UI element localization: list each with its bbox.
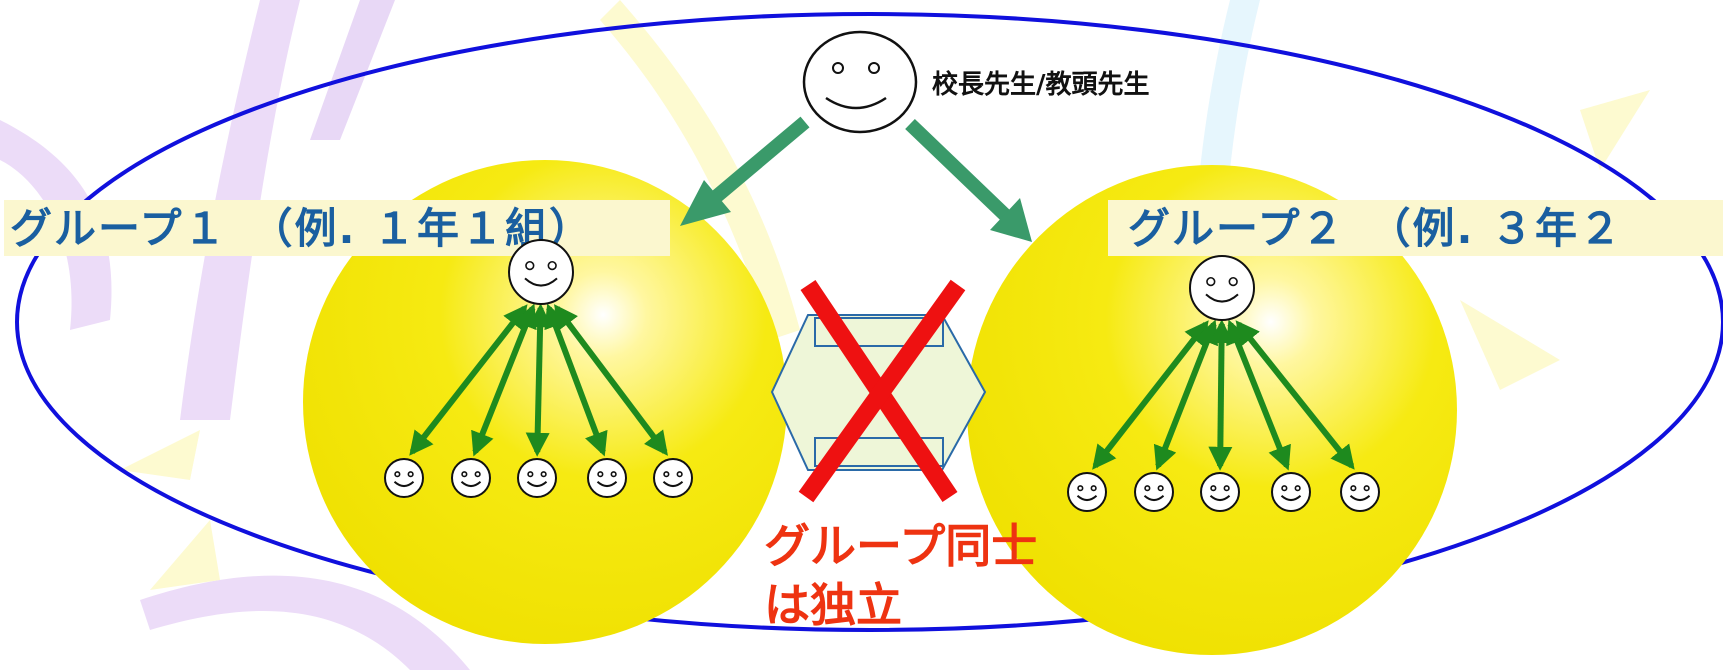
student-face xyxy=(451,458,491,498)
student-face xyxy=(1134,472,1174,512)
principal-face xyxy=(802,30,918,134)
member-link-arrow xyxy=(1153,319,1218,471)
decor-yellow-streamer xyxy=(1460,300,1560,390)
decor-purple-streamer xyxy=(140,575,470,670)
decor-purple-streamer xyxy=(310,0,395,140)
decor-purple-streamer xyxy=(0,120,112,330)
decor-yellow-streamer xyxy=(600,0,800,340)
student-face xyxy=(1271,472,1311,512)
member-link-arrow xyxy=(471,303,537,457)
arrow-head-to-group2 xyxy=(990,198,1032,242)
arrow-head-to-group1 xyxy=(680,180,731,226)
member-link-arrow xyxy=(1235,320,1355,470)
teacher-face xyxy=(508,239,574,305)
group2-tree xyxy=(1067,255,1380,512)
student-face xyxy=(653,458,693,498)
principal-label: 校長先生/教頭先生 xyxy=(932,69,1150,100)
independence-cross-mark xyxy=(798,279,966,503)
member-link-arrow xyxy=(525,303,553,457)
student-face xyxy=(1200,472,1240,512)
student-face xyxy=(1067,472,1107,512)
group1-tree xyxy=(384,239,693,498)
member-link-arrow xyxy=(553,304,668,456)
decor-yellow-streamer xyxy=(120,430,200,480)
student-face xyxy=(1340,472,1380,512)
member-link-arrow xyxy=(1208,319,1234,471)
independence-label-line1: グループ同士 xyxy=(764,519,1037,573)
student-face xyxy=(517,458,557,498)
independence-label-line2: は独立 xyxy=(764,578,902,632)
group2-label-band xyxy=(1108,200,1723,256)
teacher-face xyxy=(1189,255,1255,321)
group2-label: グループ２ （例. ３年２ xyxy=(1128,204,1623,253)
decor-yellow-streamer xyxy=(1580,90,1650,170)
group1-label: グループ１ （例. １年１組） xyxy=(10,204,593,253)
student-face xyxy=(587,458,627,498)
student-face xyxy=(384,458,424,498)
school-boundary-ellipse xyxy=(15,12,1723,632)
decor-yellow-streamer xyxy=(150,520,220,590)
principal-arrows xyxy=(680,116,1032,242)
